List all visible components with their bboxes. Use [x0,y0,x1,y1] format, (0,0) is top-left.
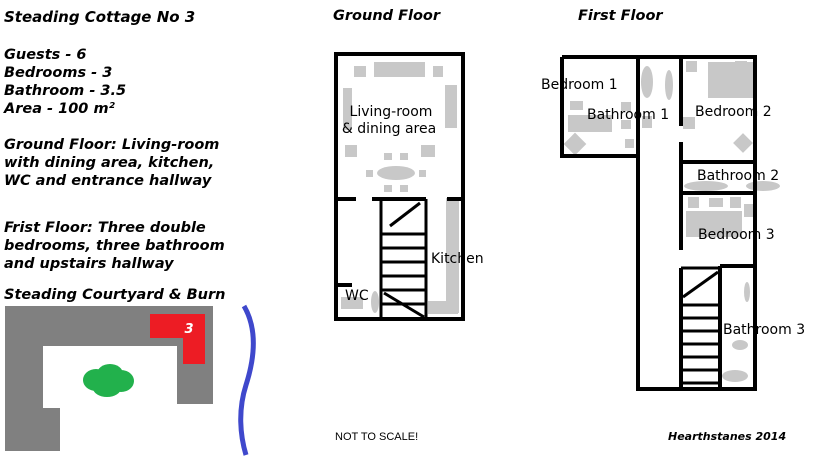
stat-guests: Guests - 6 [4,47,87,63]
credit: Hearthstanes 2014 [668,430,787,443]
room-label-wc: WC [345,288,369,304]
room-label-kitchen: Kitchen [431,251,484,267]
room-label-living: Living-room [350,104,433,120]
ground-floor-title: Ground Floor [333,8,441,24]
ground-walls [334,52,465,321]
scale-note: NOT TO SCALE! [335,431,419,443]
courtyard-map: 3 [5,304,256,456]
room-label-bedroom-3: Bedroom 3 [698,227,775,243]
courtyard-title: Steading Courtyard & Burn [4,287,226,303]
ground-floor-plan: Living-room & dining area Kitchen WC [334,52,484,321]
room-label-bathroom-2: Bathroom 2 [697,168,779,184]
room-label-dining: & dining area [342,121,436,137]
first-floor-description: Frist Floor: Three double bedrooms, thre… [4,220,225,272]
ground-furniture [341,62,459,314]
room-label-bathroom-1: Bathroom 1 [587,107,669,123]
stat-bathrooms: Bathroom - 3.5 [4,83,127,99]
cottage-stats: Guests - 6 Bedrooms - 3 Bathroom - 3.5 A… [4,46,126,118]
first-floor-title: First Floor [578,8,663,24]
first-stairs [681,266,720,385]
cottage-3-highlight [150,314,205,364]
tree-icon [83,364,134,397]
courtyard-entrance [60,404,213,451]
first-floor-plan: Bedroom 1 Bathroom 1 Bedroom 2 Bathroom … [541,55,805,391]
burn-stream [238,304,256,456]
cottage-title: Steading Cottage No 3 [4,8,196,26]
ground-stairs [379,199,428,319]
cottage-3-label: 3 [184,322,193,337]
stat-area: Area - 100 m² [4,101,115,117]
ground-floor-description: Ground Floor: Living-room with dining ar… [4,137,220,189]
room-label-bathroom-3: Bathroom 3 [723,322,805,338]
first-walls [560,55,757,391]
room-label-bedroom-1: Bedroom 1 [541,77,618,93]
room-label-bedroom-2: Bedroom 2 [695,104,772,120]
stat-bedrooms: Bedrooms - 3 [4,65,113,81]
